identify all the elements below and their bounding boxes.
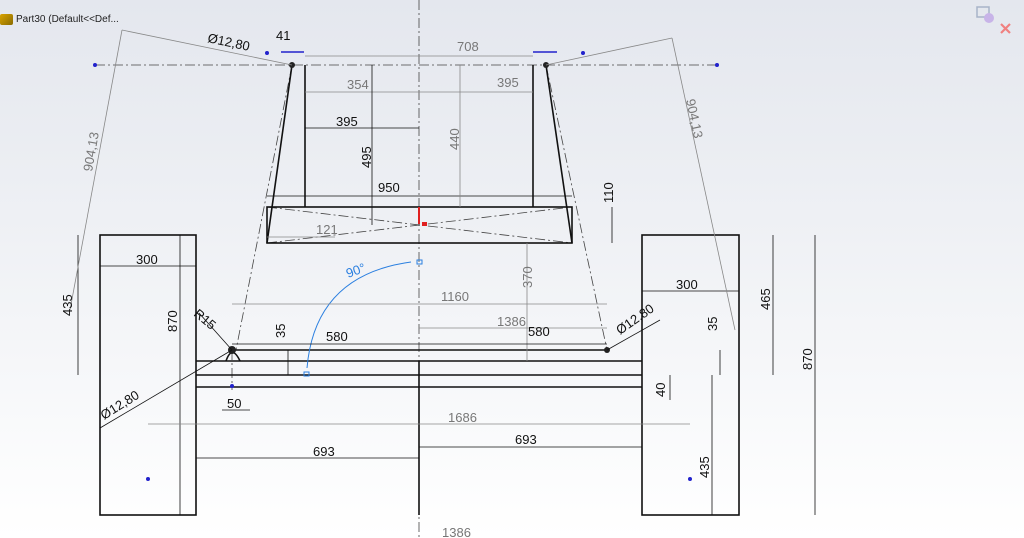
dim-1386-mid[interactable]: 1386 (497, 314, 526, 329)
dim-950[interactable]: 950 (378, 180, 400, 195)
dim-904-right[interactable]: 904,13 (683, 98, 706, 140)
dim-870-left[interactable]: 870 (165, 310, 180, 332)
dim-50[interactable]: 50 (227, 396, 241, 411)
dim-diameter-top-left[interactable]: Ø12,80 (206, 30, 251, 54)
dim-angle-90[interactable]: 90° (344, 260, 368, 281)
construction-right (545, 64, 608, 351)
dim-35-left[interactable]: 35 (273, 324, 288, 338)
close-icon[interactable] (1000, 23, 1011, 34)
dim-1386-bottom[interactable]: 1386 (442, 525, 471, 538)
dim-870-right[interactable]: 870 (800, 348, 815, 370)
dim-580-right[interactable]: 580 (528, 324, 550, 339)
document-title[interactable]: Part30 (Default<<Def... (0, 14, 119, 25)
top-right-controls (976, 6, 1011, 34)
dim-693-left[interactable]: 693 (313, 444, 335, 459)
dim-300-left[interactable]: 300 (136, 252, 158, 267)
dim-370[interactable]: 370 (520, 266, 535, 288)
part-icon (0, 14, 13, 25)
dim-580-left[interactable]: 580 (326, 329, 348, 344)
dim-40[interactable]: 40 (653, 383, 668, 397)
dim-35-right[interactable]: 35 (705, 317, 720, 331)
dim-354[interactable]: 354 (347, 77, 369, 92)
dim-440[interactable]: 440 (447, 128, 462, 150)
dim-904-left[interactable]: 904,13 (80, 131, 102, 173)
dim-110[interactable]: 110 (601, 182, 616, 203)
dim-1160[interactable]: 1160 (441, 289, 469, 304)
dim-41[interactable]: 41 (276, 28, 290, 43)
dim-708[interactable]: 708 (457, 39, 479, 54)
dim-435-left[interactable]: 435 (60, 294, 75, 316)
dim-1686[interactable]: 1686 (448, 410, 477, 425)
dim-diameter-left[interactable]: Ø12,80 (98, 387, 142, 422)
dim-435-right[interactable]: 435 (697, 456, 712, 478)
rebuild-icon[interactable] (976, 6, 994, 23)
document-title-text: Part30 (Default<<Def... (16, 14, 119, 25)
dim-495[interactable]: 495 (359, 146, 374, 168)
construction-left (235, 64, 293, 351)
dim-693-right[interactable]: 693 (515, 432, 537, 447)
dim-395-left[interactable]: 395 (336, 114, 358, 129)
dim-395-top-right[interactable]: 395 (497, 75, 519, 90)
dim-465[interactable]: 465 (758, 288, 773, 310)
dim-diameter-right[interactable]: Ø12,80 (613, 301, 657, 338)
dim-121[interactable]: 121 (316, 222, 338, 237)
sketch-geometry (93, 51, 740, 516)
dim-300-right[interactable]: 300 (676, 277, 698, 292)
diagonal-2 (266, 206, 573, 244)
dimension-lines (69, 29, 816, 515)
